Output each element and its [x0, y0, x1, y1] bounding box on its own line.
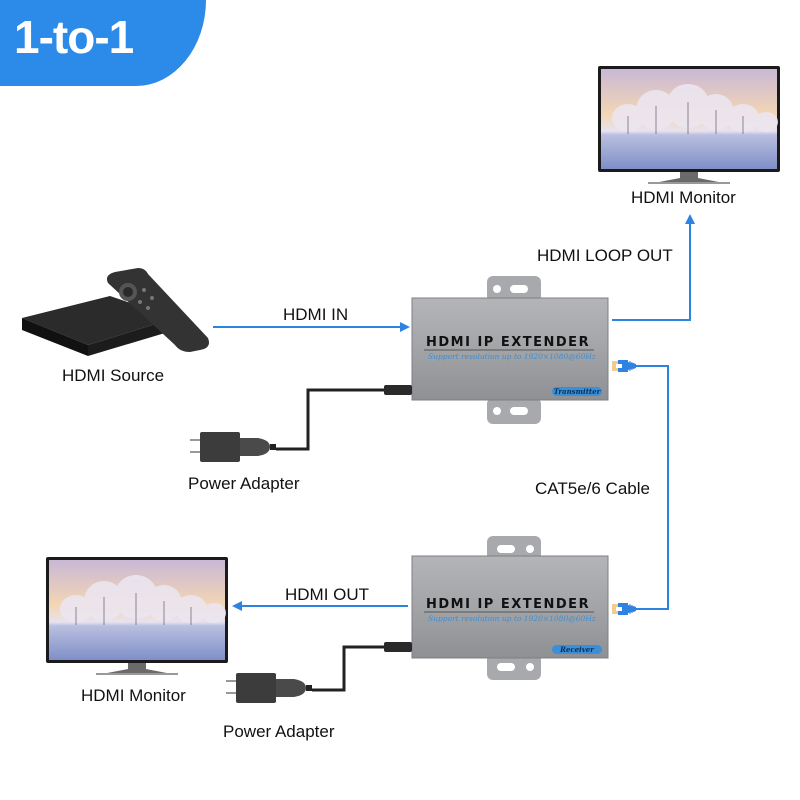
power-adapter-top-label: Power Adapter: [188, 474, 300, 493]
receiver-subtitle: Support resolution up to 1920×1080@60Hz: [428, 614, 596, 623]
hdmi-loop-out-arrow: [612, 214, 695, 321]
tv-monitor-icon: [597, 65, 781, 184]
dc-plug-icon: [384, 385, 412, 395]
hdmi-loop-out-label: HDMI LOOP OUT: [537, 246, 673, 265]
banner-title: 1-to-1: [14, 11, 134, 63]
receiver-unit: HDMI IP EXTENDER Support resolution up t…: [411, 536, 609, 680]
transmitter-subtitle: Support resolution up to 1920×1080@60Hz: [428, 352, 596, 361]
transmitter-tag-badge: [552, 387, 602, 396]
receiver-tag-badge: [552, 645, 602, 654]
power-adapter-bottom-label: Power Adapter: [223, 722, 335, 741]
power-adapter-top: [189, 385, 412, 463]
rj45-connector-icon: [611, 359, 637, 373]
monitor-bottom: [45, 556, 229, 675]
tv-monitor-icon: [45, 556, 229, 675]
rj45-connector-icon: [611, 602, 637, 616]
monitor-top-label: HDMI Monitor: [631, 188, 736, 207]
hdmi-out-label: HDMI OUT: [285, 585, 370, 604]
remote-icon: [106, 268, 209, 352]
hdmi-source-device: [22, 268, 209, 356]
power-adapter-bottom: [225, 642, 412, 704]
transmitter-tag: Transmitter: [554, 387, 602, 396]
power-adapter-icon: [225, 672, 313, 704]
monitor-bottom-label: HDMI Monitor: [81, 686, 186, 705]
cat-cable: [611, 359, 669, 616]
hdmi-source-label: HDMI Source: [62, 366, 165, 385]
receiver-title: HDMI IP EXTENDER: [426, 597, 590, 612]
transmitter-title: HDMI IP EXTENDER: [426, 335, 590, 350]
transmitter-unit: HDMI IP EXTENDER Support resolution up t…: [411, 276, 609, 424]
monitor-top: [597, 65, 781, 184]
receiver-tag: Receiver: [559, 645, 595, 654]
hdmi-in-label: HDMI IN: [283, 305, 349, 324]
power-adapter-icon: [189, 431, 277, 463]
dc-plug-icon: [384, 642, 412, 652]
cat-cable-label: CAT5e/6 Cable: [535, 479, 650, 498]
title-banner: 1-to-1: [0, 0, 206, 86]
